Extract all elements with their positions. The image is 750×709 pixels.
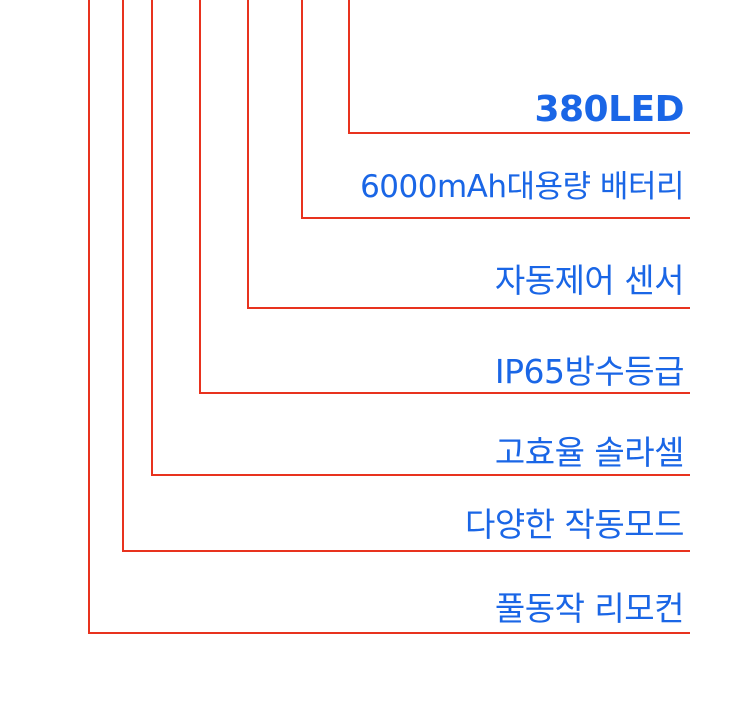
callout-line-led: [348, 0, 690, 134]
feature-label-led: 380LED: [534, 89, 684, 130]
feature-label-remote: 풀동작 리모컨: [494, 589, 685, 628]
callout-line-sensor: [247, 0, 690, 309]
feature-label-solar: 고효율 솔라셀: [494, 433, 685, 472]
feature-label-sensor: 자동제어 센서: [494, 261, 685, 300]
callout-line-solar: [151, 0, 690, 476]
callout-line-modes: [122, 0, 690, 552]
callout-line-battery: [301, 0, 690, 219]
feature-label-battery: 6000mAh대용량 배터리: [360, 169, 684, 205]
callout-line-waterproof: [199, 0, 690, 394]
feature-label-waterproof: IP65방수등급: [494, 352, 685, 391]
callout-line-remote: [88, 0, 690, 634]
feature-label-modes: 다양한 작동모드: [464, 505, 685, 544]
